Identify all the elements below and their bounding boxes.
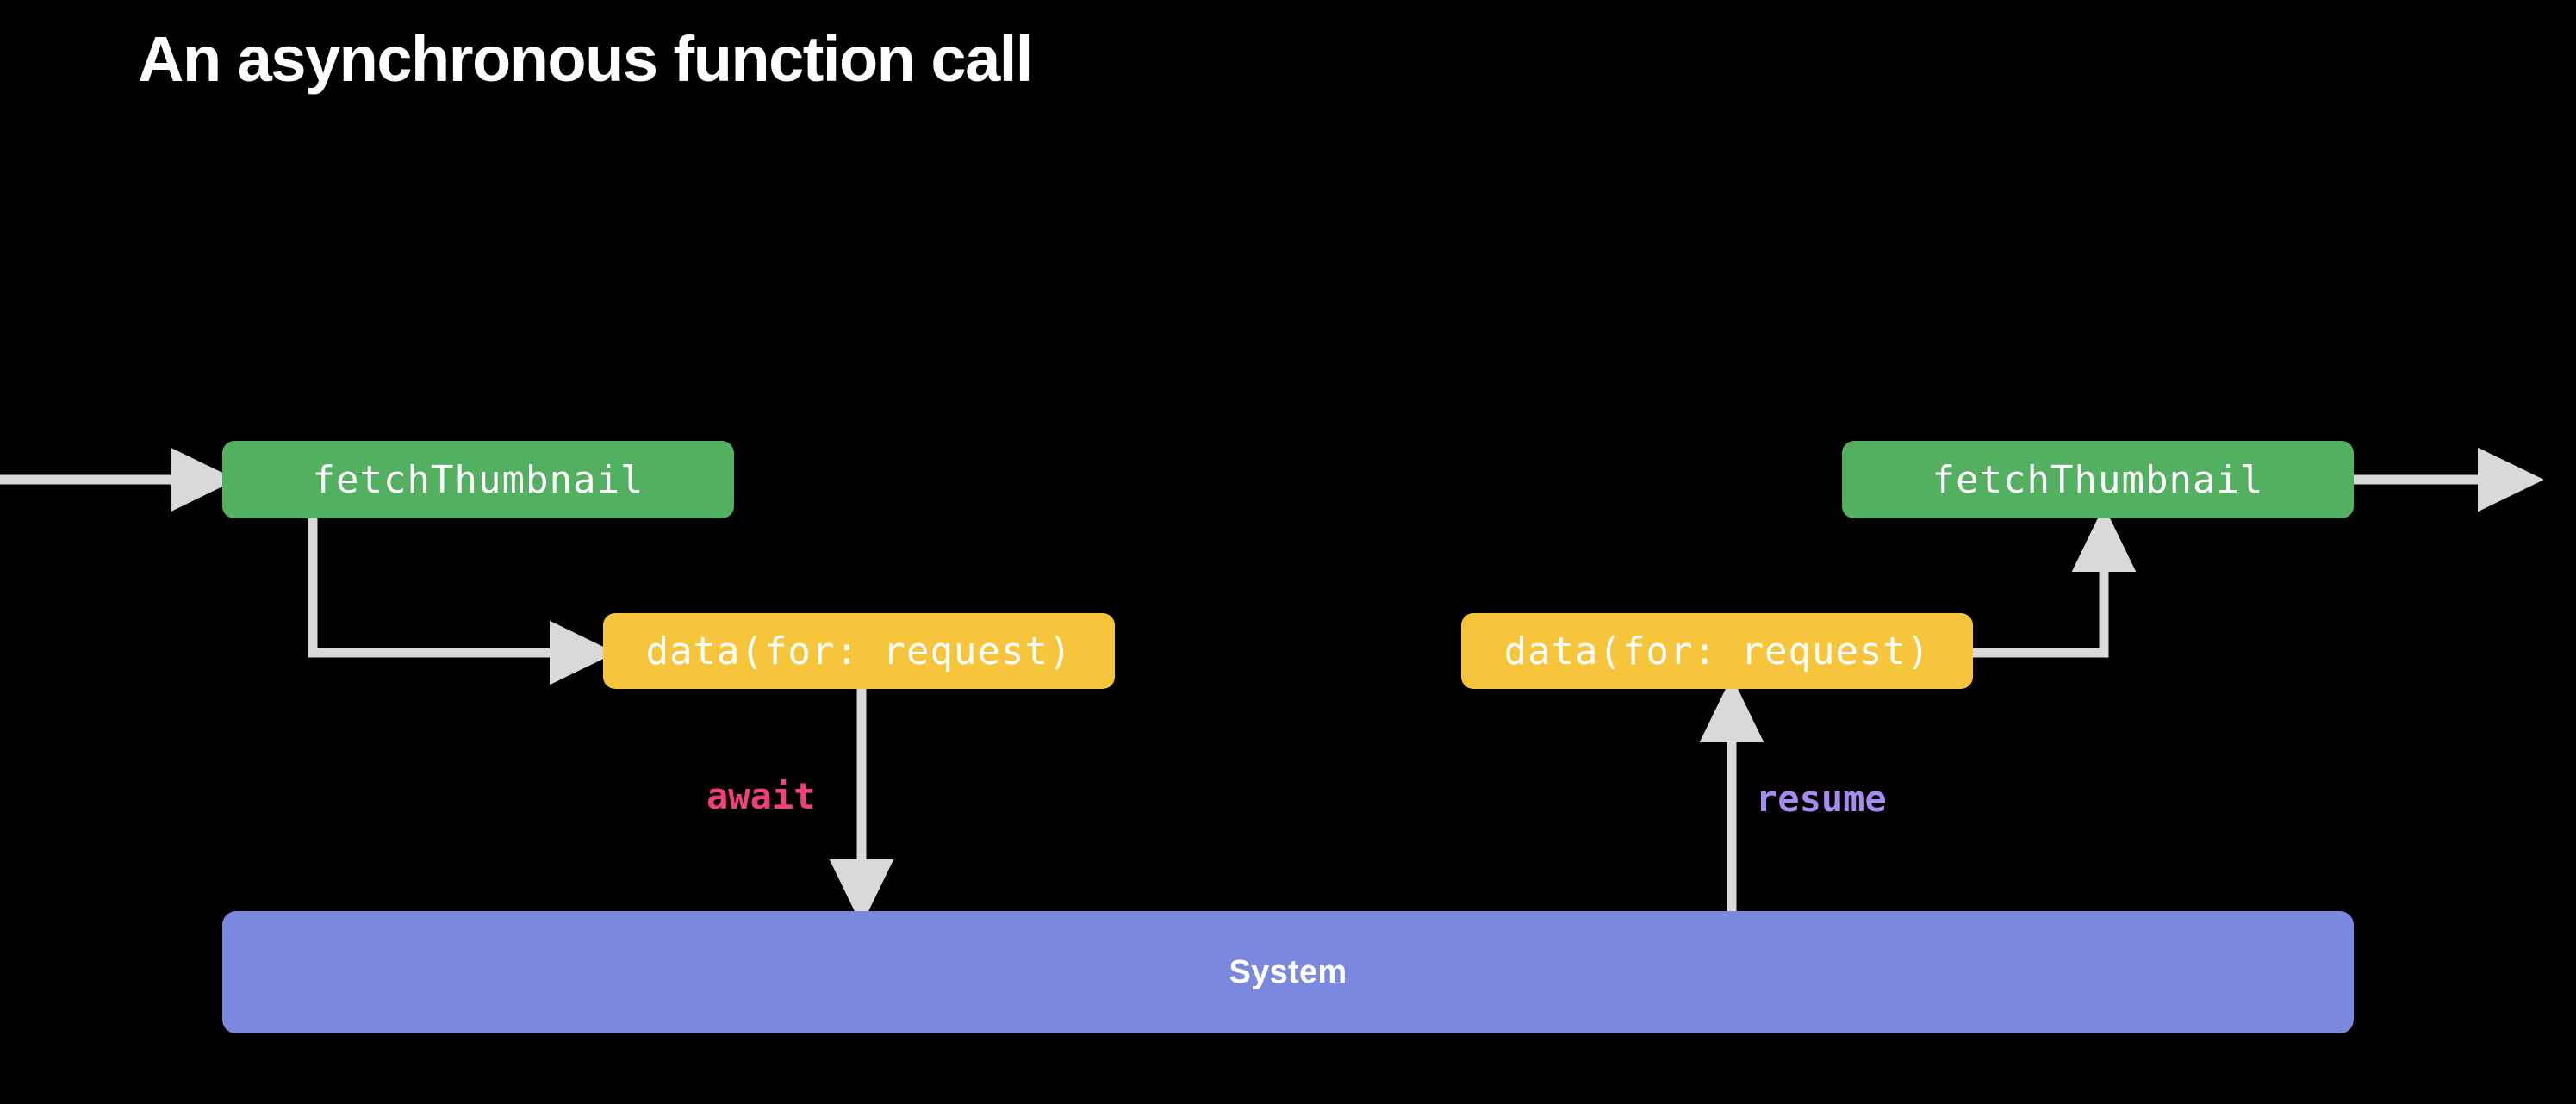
node-data-request-left[interactable]: data(for: request) [603,613,1115,689]
page-title: An asynchronous function call [138,23,1033,95]
node-system-bar[interactable]: System [222,911,2354,1033]
node-fetch-thumbnail-left[interactable]: fetchThumbnail [222,441,734,518]
edge-call-data [308,518,616,685]
node-fetch-thumbnail-right[interactable]: fetchThumbnail [1842,441,2354,518]
edge-return-data [1973,505,2137,658]
edge-label-await: await [706,775,816,817]
edge-label-resume: resume [1756,778,1887,820]
node-data-request-right[interactable]: data(for: request) [1461,613,1973,689]
